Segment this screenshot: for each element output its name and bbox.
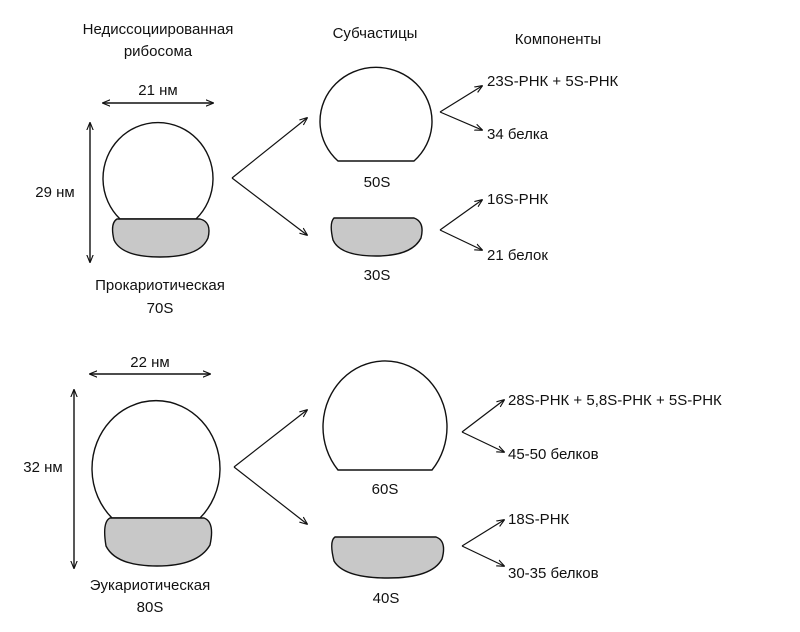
- eukaryote-width-label: 22 нм: [130, 354, 169, 371]
- eukaryote-ribosome-small-part: [103, 517, 213, 567]
- subunit-40s-shape: [331, 536, 445, 579]
- component-50s-rna: 23S-РНК + 5S-РНК: [487, 73, 619, 90]
- eukaryote-arrow-to-small: [233, 466, 307, 524]
- prokaryote-group: 21 нм 29 нм Прокариотическая 70S 50S 30S…: [35, 66, 619, 317]
- arrow-30s-proteins: [439, 229, 482, 250]
- prokaryote-sedimentation: 70S: [147, 300, 174, 317]
- subunit-50s-label: 50S: [364, 174, 391, 191]
- eukaryote-arrow-to-large: [233, 410, 307, 468]
- arrow-50s-proteins: [439, 111, 482, 130]
- subunit-60s-shape: [322, 360, 448, 471]
- arrow-50s-rna: [439, 86, 482, 113]
- arrow-60s-rna: [461, 400, 504, 433]
- component-40s-proteins: 30-35 белков: [508, 565, 599, 582]
- eukaryote-height-label: 32 нм: [23, 459, 62, 476]
- subunit-50s-shape: [319, 66, 433, 162]
- component-30s-proteins: 21 белок: [487, 247, 548, 264]
- arrow-40s-proteins: [461, 545, 504, 566]
- eukaryote-group: 22 нм 32 нм Эукариотическая 80S 60S 40S …: [23, 354, 722, 616]
- arrow-40s-rna: [461, 520, 504, 547]
- prokaryote-arrow-to-small: [231, 177, 307, 235]
- header-subparticles: Субчастицы: [333, 25, 418, 42]
- component-60s-rna: 28S-РНК + 5,8S-РНК + 5S-РНК: [508, 392, 722, 409]
- header-undissociated-line1: Недиссоциированная: [83, 21, 234, 38]
- subunit-60s-label: 60S: [372, 481, 399, 498]
- eukaryote-sedimentation: 80S: [137, 599, 164, 616]
- arrow-60s-proteins: [461, 431, 504, 452]
- eukaryote-ribosome-large-part: [91, 399, 221, 519]
- component-60s-proteins: 45-50 белков: [508, 446, 599, 463]
- arrow-30s-rna: [439, 200, 482, 231]
- component-50s-proteins: 34 белка: [487, 126, 549, 143]
- header-components: Компоненты: [515, 31, 601, 48]
- subunit-40s-label: 40S: [373, 590, 400, 607]
- subunit-30s-label: 30S: [364, 267, 391, 284]
- prokaryote-width-label: 21 нм: [138, 82, 177, 99]
- prokaryote-name: Прокариотическая: [95, 277, 225, 294]
- component-40s-rna: 18S-РНК: [508, 511, 570, 528]
- prokaryote-height-label: 29 нм: [35, 184, 74, 201]
- prokaryote-ribosome-large-part: [102, 121, 214, 220]
- prokaryote-arrow-to-large: [231, 118, 307, 179]
- component-30s-rna: 16S-РНК: [487, 191, 549, 208]
- prokaryote-ribosome-small-part: [111, 218, 210, 258]
- subunit-30s-shape: [330, 217, 423, 257]
- eukaryote-name: Эукариотическая: [90, 577, 211, 594]
- header-undissociated-line2: рибосома: [124, 43, 193, 60]
